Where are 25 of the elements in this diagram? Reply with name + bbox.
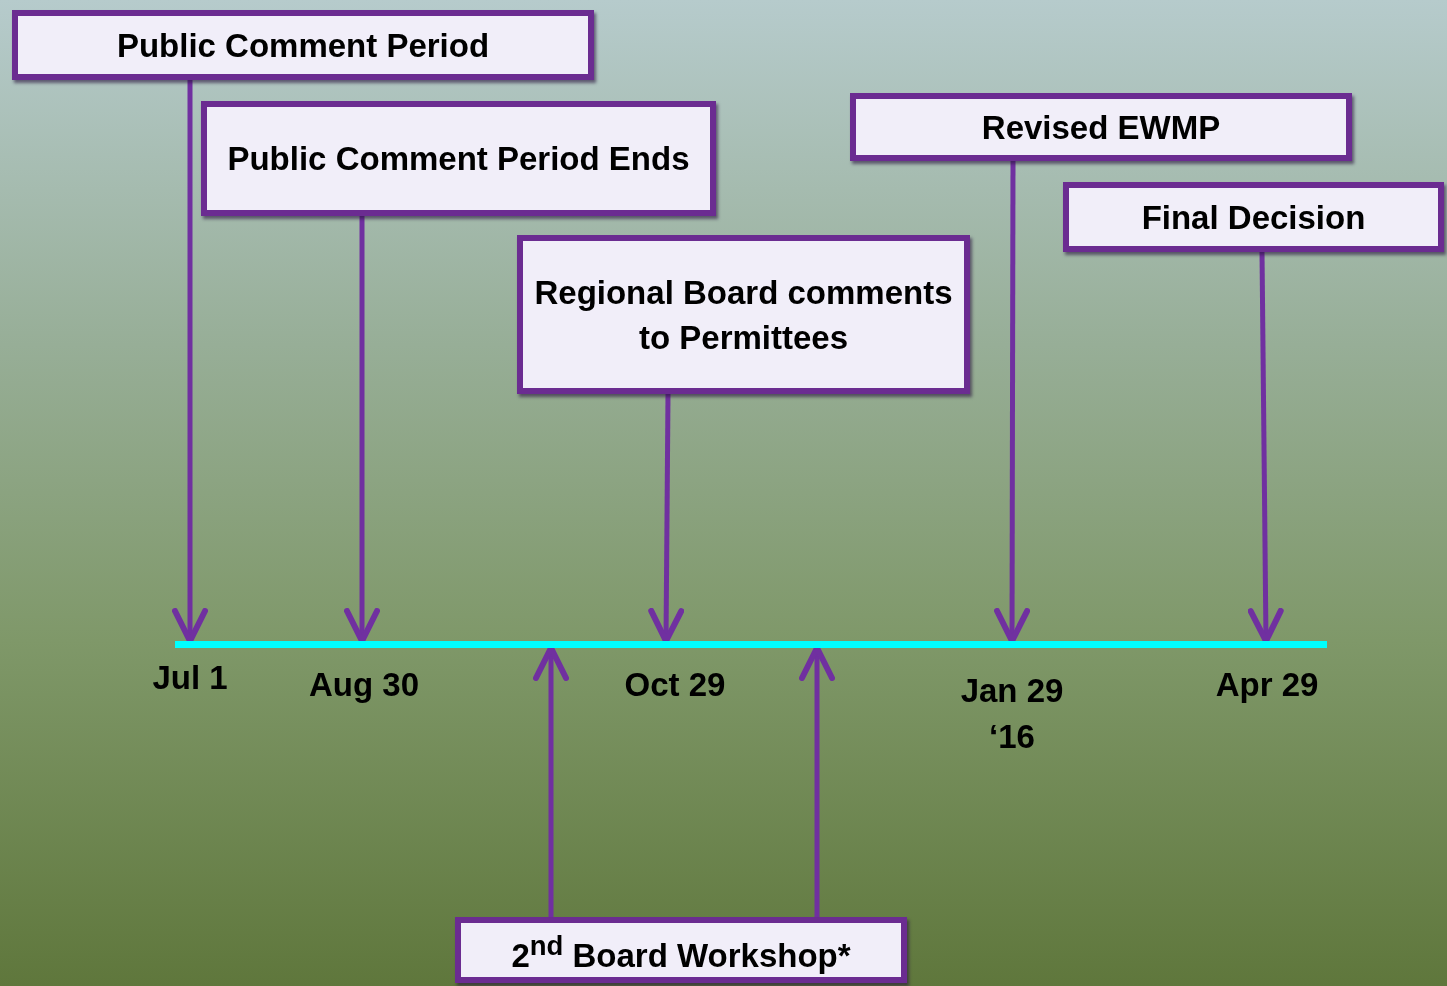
timeline-bar — [175, 641, 1327, 648]
event-box — [850, 93, 1352, 161]
arrow — [1247, 251, 1284, 644]
arrow — [994, 161, 1031, 644]
date-label: Jul 1 — [151, 658, 229, 698]
event-text: Final Decision — [1141, 197, 1366, 238]
date-label: Aug 30 — [308, 665, 420, 705]
event-box — [1063, 182, 1444, 252]
event-box — [201, 101, 716, 216]
date-label: Oct 29 — [623, 665, 727, 705]
arrow — [533, 645, 569, 917]
event-text: Public Comment Period Ends — [227, 139, 690, 179]
event-text: Public Comment Period — [116, 25, 490, 66]
event-text: 2$^{nd}$ Board Workshop* — [511, 928, 851, 976]
event-box — [12, 10, 594, 80]
event-text: Regional Board comments to Permittees — [533, 272, 954, 358]
event-box — [517, 235, 970, 394]
arrow — [648, 394, 685, 644]
date-label: Apr 29 — [1214, 665, 1320, 705]
arrow — [799, 645, 835, 917]
date-label: Jan 29 ‘16 — [959, 671, 1065, 757]
arrow — [172, 80, 208, 644]
arrow — [344, 216, 380, 644]
event-box — [455, 917, 907, 983]
event-text: Revised EWMP — [981, 107, 1221, 148]
